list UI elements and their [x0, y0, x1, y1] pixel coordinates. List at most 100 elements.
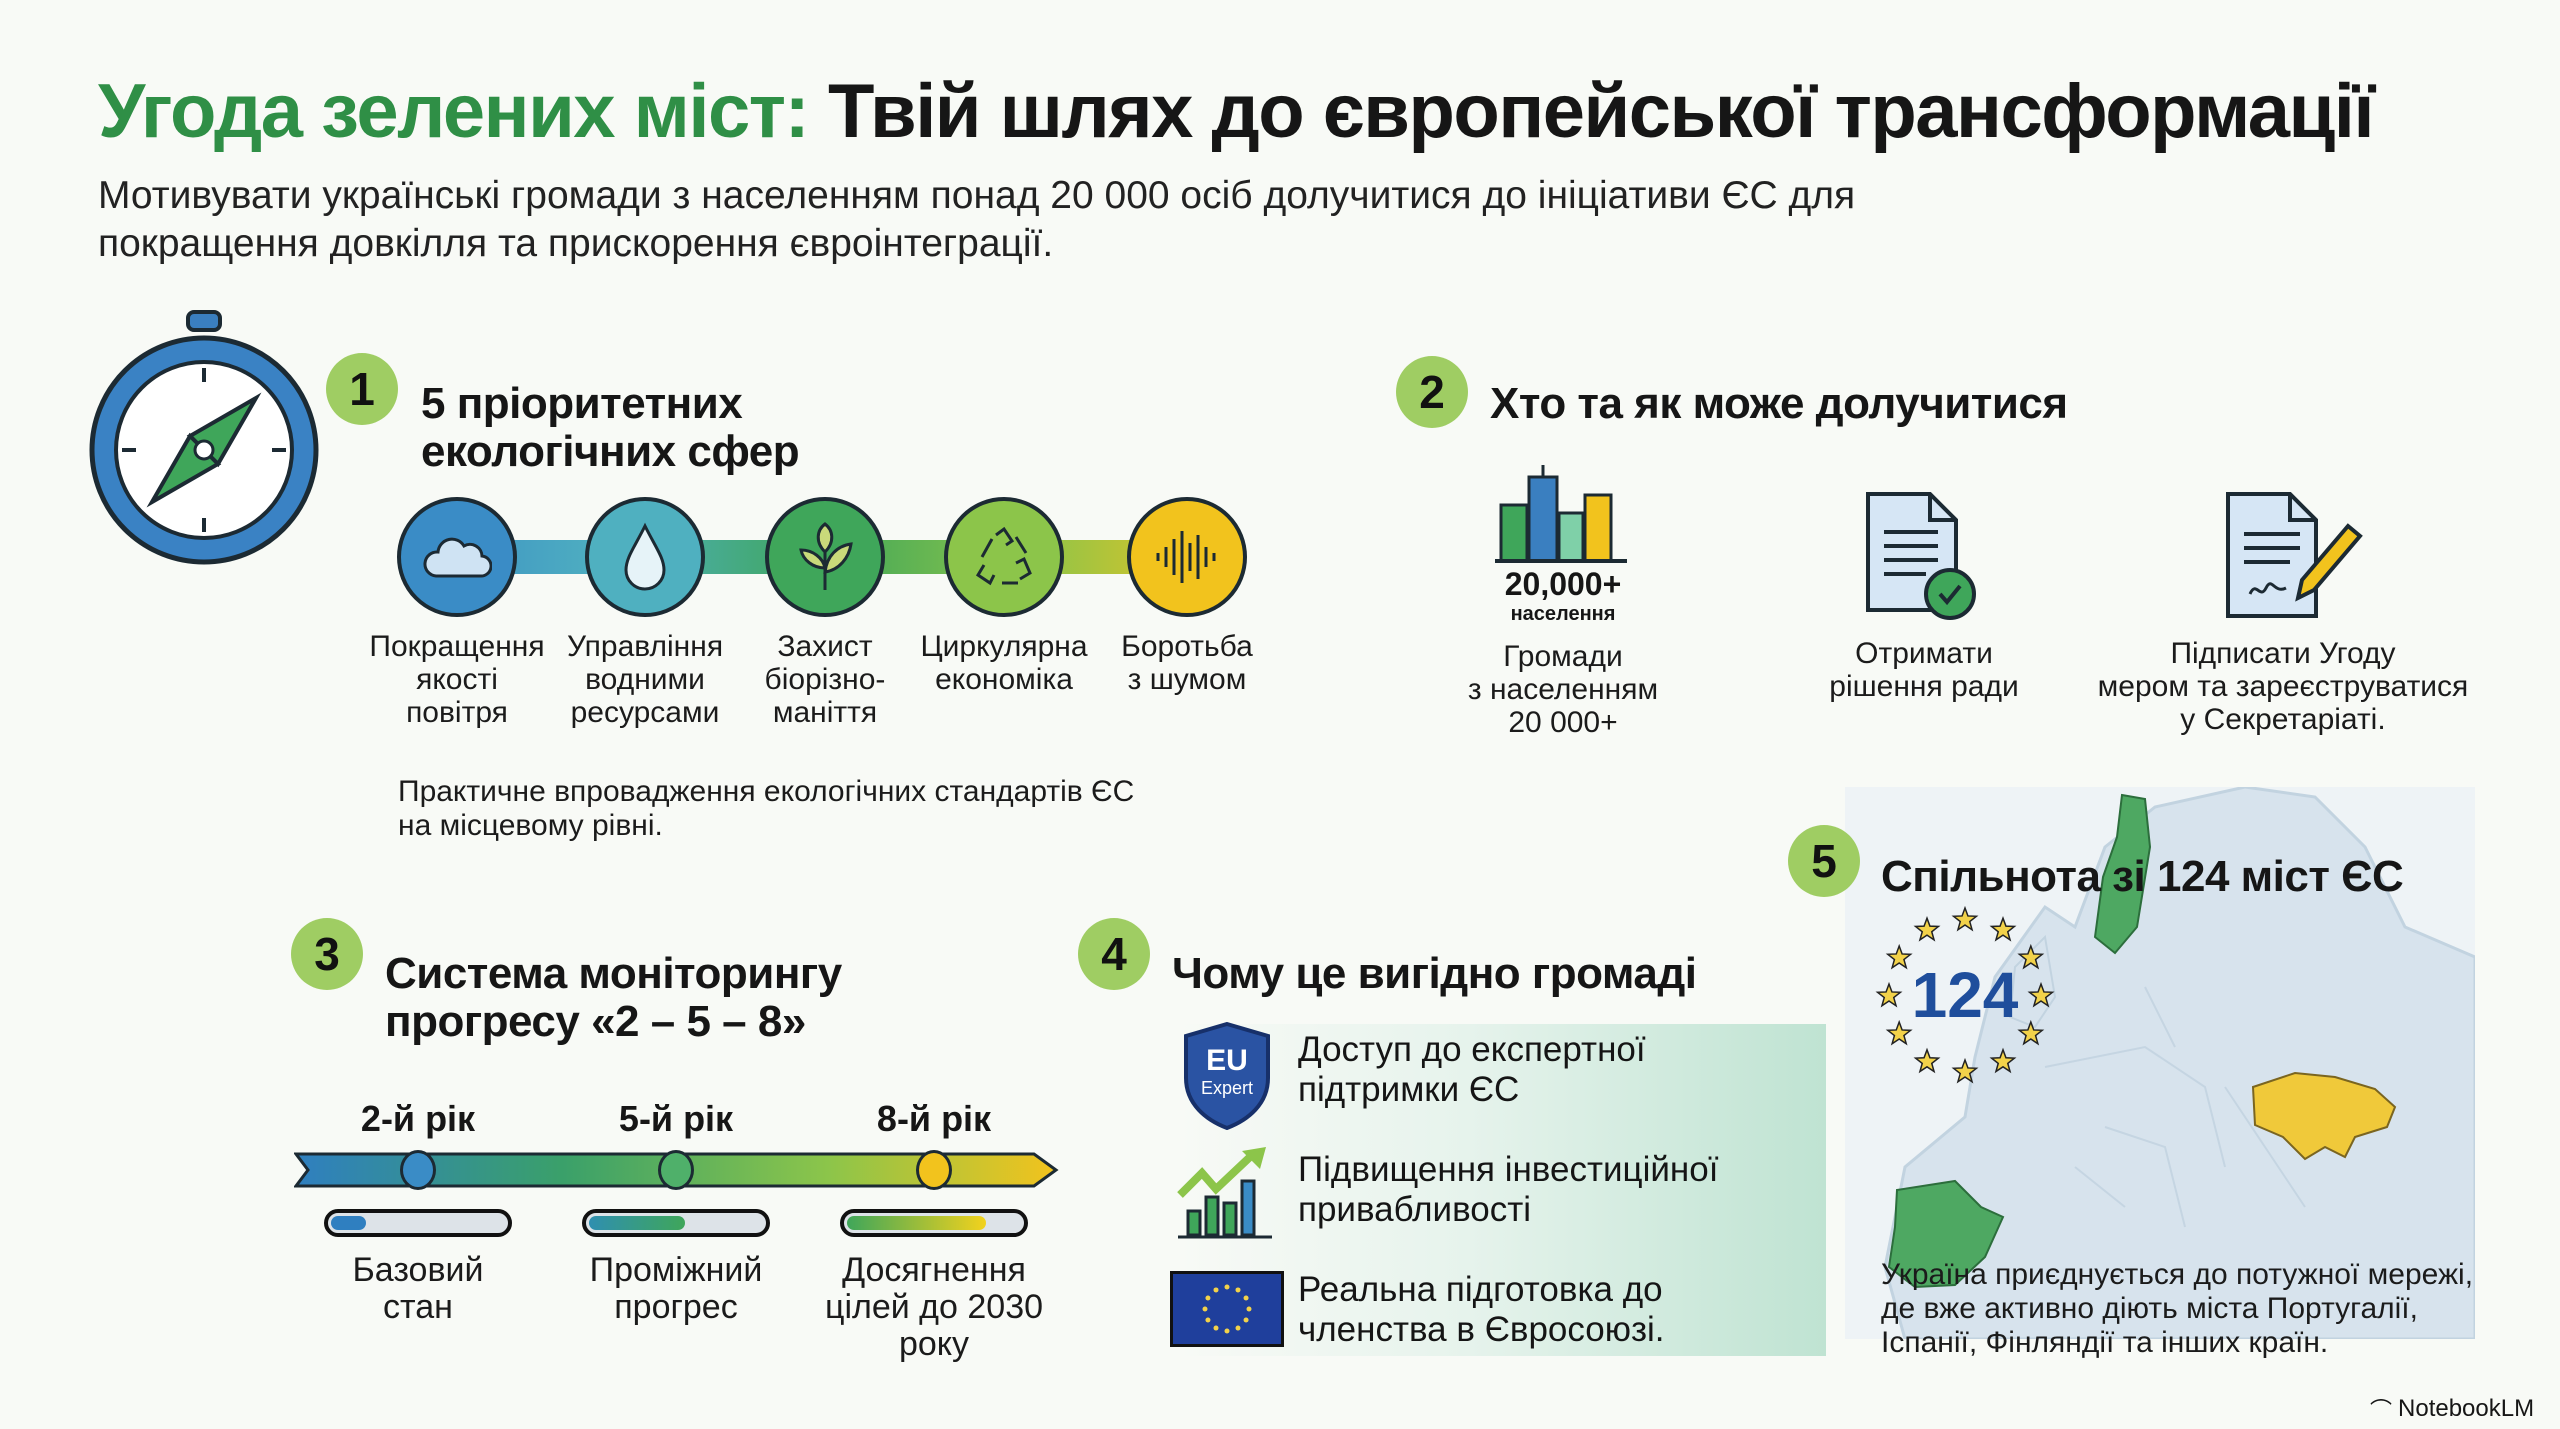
compass-icon [84, 310, 324, 575]
label-line: прогрес [614, 1288, 738, 1326]
document-sign-icon [2220, 490, 2370, 625]
cloud-icon [422, 532, 492, 582]
flag-star [1213, 1287, 1219, 1293]
star-icon [2017, 1019, 2045, 1046]
water-drop-icon [620, 522, 670, 592]
section-1-badge: 1 [326, 353, 398, 425]
growth-chart-icon [1176, 1145, 1276, 1246]
label-line: Покращення [369, 630, 545, 663]
section-5-badge: 5 [1788, 825, 1860, 897]
leaf-icon [795, 522, 855, 592]
milestone-year: 5-й рік [618, 1098, 734, 1139]
flag-star [1235, 1325, 1241, 1331]
label-line: Підписати Угоду [2170, 637, 2396, 670]
label-line: Захист [777, 630, 873, 663]
document-check-icon [1860, 490, 1980, 625]
benefit-line: Підвищення інвестиційної [1298, 1150, 1719, 1189]
flag-star [1243, 1317, 1249, 1323]
section-2-title: Хто та як може долучитися [1490, 379, 2068, 428]
flag-star [1202, 1306, 1208, 1312]
benefit-line: Реальна підготовка до [1298, 1270, 1663, 1309]
label-line: ресурсами [570, 696, 720, 729]
title-line: екологічних сфер [421, 427, 800, 476]
label-line: якості [416, 663, 498, 696]
population-figure: 20,000+ [1504, 566, 1622, 602]
benefit-line: привабливості [1298, 1190, 1532, 1229]
flag-star [1235, 1287, 1241, 1293]
star-icon [1951, 1057, 1979, 1084]
notebooklm-logo: ⌒NotebookLM [2370, 1393, 2534, 1425]
section-5-title: Спільнота зі 124 міст ЄС [1881, 852, 2404, 901]
flag-star [1224, 1284, 1230, 1290]
section-4-title: Чому це вигідно громаді [1172, 949, 1697, 998]
milestone-progress-bar [840, 1209, 1028, 1237]
brand-text: NotebookLM [2398, 1395, 2535, 1422]
star-icon [1913, 1047, 1941, 1074]
section-5-description: Україна приєднується до потужної мережі,… [1881, 1258, 2474, 1359]
section-2-badge: 2 [1396, 356, 1468, 428]
label-line: економіка [935, 663, 1073, 696]
sphere-4 [944, 497, 1064, 617]
page-title: Угода зелених міст: Твій шлях до європей… [98, 68, 2375, 155]
label-line: стан [383, 1288, 453, 1326]
eu-stars-ring-icon [1875, 905, 2055, 1086]
flag-star [1246, 1306, 1252, 1312]
label-line: у Секретаріаті. [2180, 703, 2386, 736]
flag-star [1213, 1325, 1219, 1331]
flag-star [1205, 1317, 1211, 1323]
label-line: Проміжний [589, 1251, 763, 1289]
progress-fill [847, 1216, 987, 1230]
label-line: мером та зареєструватися [2097, 670, 2469, 703]
title-line: 5 пріоритетних [421, 379, 743, 428]
section-1-note: Практичне впровадження екологічних станд… [398, 775, 1135, 842]
star-icon [2027, 981, 2055, 1008]
label-line: року [898, 1325, 970, 1363]
label-line: Боротьба [1121, 630, 1253, 663]
label-line: Отримати [1855, 637, 1993, 670]
star-icon [1989, 916, 2017, 942]
star-icon [2017, 943, 2045, 970]
milestone-dot [916, 1150, 952, 1190]
benefit-line: членства в Євросоюзі. [1298, 1310, 1665, 1349]
europe-map [1845, 785, 2477, 1344]
title-line: Система моніторингу [385, 949, 842, 998]
benefits-background [1176, 1024, 1826, 1356]
star-icon [1913, 916, 1941, 942]
label-line: Управління [566, 630, 724, 663]
shield-text-eu: EU [1206, 1044, 1248, 1077]
label-line: Циркулярна [920, 630, 1088, 663]
sphere-2 [585, 497, 705, 617]
star-icon [1951, 905, 1979, 932]
notebooklm-icon: ⌒ [2370, 1398, 2393, 1423]
star-icon [1885, 1019, 1913, 1046]
milestone-year: 2-й рік [360, 1098, 476, 1139]
shield-text-expert: Expert [1200, 1078, 1254, 1098]
flag-star [1205, 1295, 1211, 1301]
label-line: біорізно- [764, 663, 886, 696]
benefit-line: підтримки ЄС [1298, 1070, 1520, 1109]
star-icon [1989, 1047, 2017, 1074]
milestone-dot [400, 1150, 436, 1190]
label-line: 20 000+ [1508, 706, 1618, 739]
label-line: маніття [772, 696, 878, 729]
title-green: Угода зелених міст: [98, 69, 810, 154]
eu-flag-icon [1170, 1271, 1284, 1347]
flag-star [1224, 1328, 1230, 1334]
milestone-year: 8-й рік [876, 1098, 992, 1139]
progress-fill [589, 1216, 685, 1230]
title-line: прогресу «2 – 5 – 8» [385, 997, 806, 1046]
sound-wave-icon [1152, 527, 1222, 587]
